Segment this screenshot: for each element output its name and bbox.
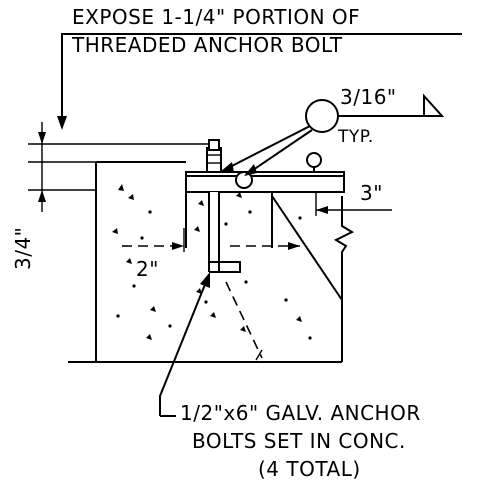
note-bolts-set-in-conc: BOLTS SET IN CONC. [192, 429, 406, 453]
weld-leader-1 [227, 125, 311, 169]
note-total-count: (4 TOTAL) [258, 457, 361, 481]
concrete-hidden-tick [255, 349, 263, 361]
bottom-note-leader-arrow [200, 272, 210, 288]
weld-size-label: 3/16" [340, 85, 397, 109]
weld-typ-label: TYP. [337, 127, 374, 147]
dim-2in-arrow-left [172, 242, 184, 250]
anchor-bolt-shank-hook [208, 192, 241, 273]
weld-circle-left [235, 171, 253, 189]
break-line [333, 196, 355, 300]
dim-3in-label: 3" [360, 181, 383, 205]
concrete-right-edge [271, 195, 343, 362]
bottom-note-leader [159, 281, 207, 416]
weld-all-around-circle [305, 99, 339, 133]
anchor-bolt-nut [206, 147, 222, 173]
dim-arrow-top [38, 132, 46, 144]
dim-2in-arrow-right [288, 242, 300, 250]
weld-leader-2 [249, 129, 313, 173]
note-threaded-anchor-bolt: THREADED ANCHOR BOLT [71, 33, 343, 57]
dim-2in-label: 2" [136, 257, 159, 281]
note-anchor-bolt-spec: 1/2"x6" GALV. ANCHOR [180, 401, 421, 425]
weld-leader-2-arrow [244, 164, 257, 176]
dim-3in-arrow [316, 206, 328, 214]
dim-arrow-bottom [38, 190, 46, 202]
fillet-weld-symbol [423, 93, 445, 117]
weld-circle-right [306, 152, 322, 168]
note-expose-portion: EXPOSE 1-1/4" PORTION OF [72, 5, 360, 29]
concrete-hidden-line [225, 281, 263, 359]
dim-label-3-4: 3/4" [11, 227, 35, 270]
concrete-aggregate [112, 184, 312, 340]
anchor-bolt-thread-top [208, 139, 220, 151]
note-leader-arrow [57, 116, 67, 130]
weld-leader-1-arrow [220, 162, 234, 172]
note-leader [61, 33, 70, 118]
